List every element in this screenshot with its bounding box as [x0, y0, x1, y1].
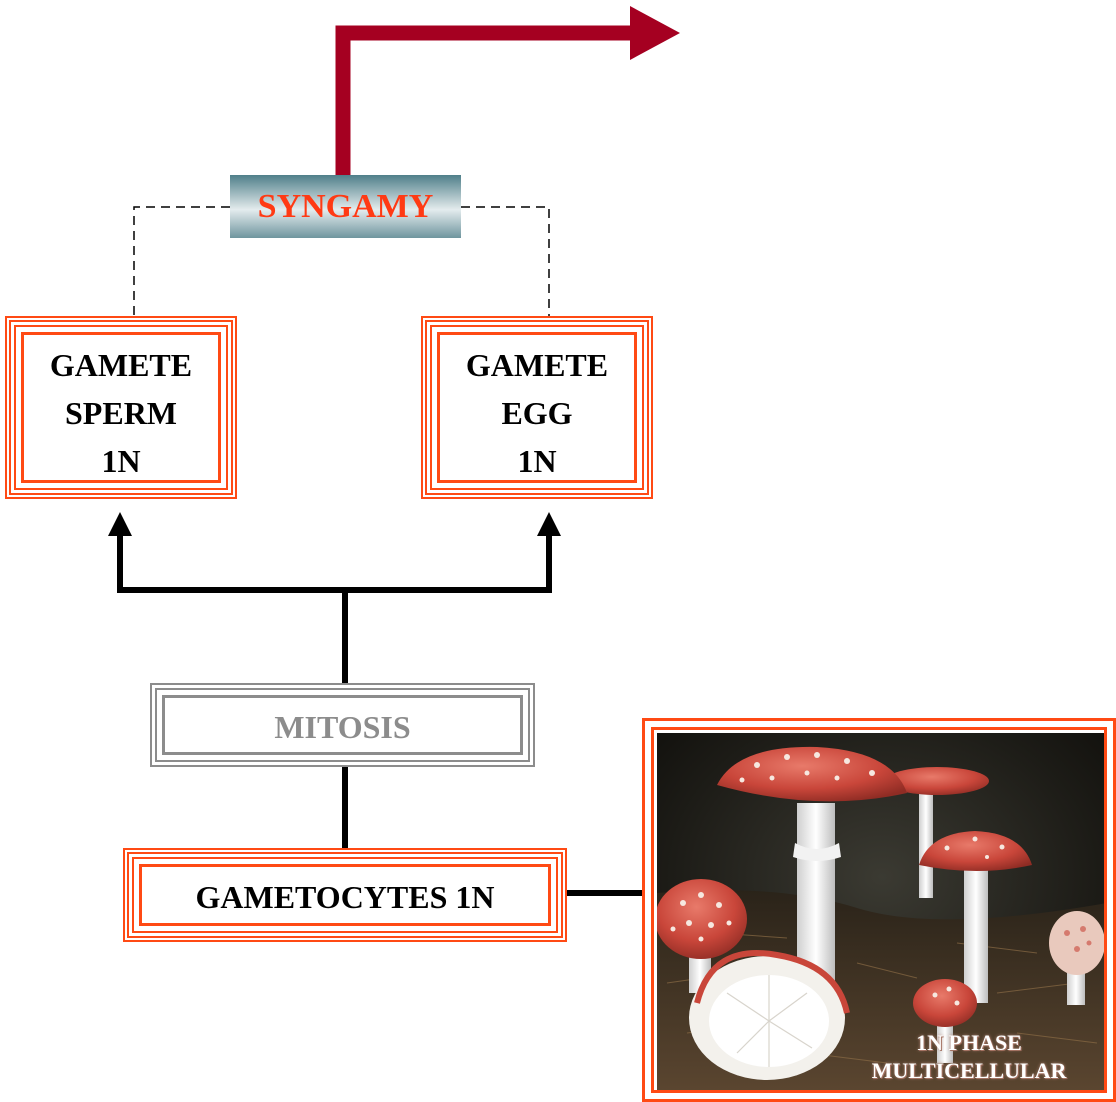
dashed-connector-sperm	[133, 206, 230, 322]
gamete-sperm-line1: GAMETE	[49, 347, 193, 383]
gametocytes-label: GAMETOCYTES 1N	[195, 879, 495, 915]
dashed-connector-egg	[461, 206, 550, 322]
gamete-egg-line2: EGG	[501, 395, 573, 431]
photo-caption-line1: 1N PHASE	[916, 1030, 1022, 1055]
arrow-head-to-sperm	[108, 512, 132, 536]
gamete-sperm-line3: 1N	[101, 443, 141, 479]
gamete-egg-line3: 1N	[517, 443, 557, 479]
gamete-sperm-label: GAMETE SPERM 1N	[16, 327, 226, 485]
arrow-head-to-egg	[537, 512, 561, 536]
gamete-egg-line1: GAMETE	[465, 347, 609, 383]
syngamy-exit-arrow-line	[335, 25, 633, 175]
mushroom-photo-frame: 1N PHASE MULTICELLULAR	[642, 718, 1116, 1102]
mushroom-photo	[657, 733, 1107, 1093]
gametocytes-box: GAMETOCYTES 1N	[132, 857, 558, 933]
gamete-sperm-line2: SPERM	[65, 395, 177, 431]
gamete-egg-box: GAMETE EGG 1N	[430, 325, 644, 490]
gamete-egg-label: GAMETE EGG 1N	[432, 327, 642, 485]
syngamy-exit-arrow-head	[630, 6, 680, 60]
photo-caption-line2: MULTICELLULAR	[871, 1058, 1067, 1083]
gamete-sperm-box: GAMETE SPERM 1N	[14, 325, 228, 490]
photo-caption: 1N PHASE MULTICELLULAR	[839, 1029, 1099, 1085]
mitosis-box: MITOSIS	[155, 688, 530, 762]
syngamy-label: SYNGAMY	[257, 188, 434, 225]
syngamy-box: SYNGAMY	[230, 175, 461, 238]
mitosis-label: MITOSIS	[274, 709, 411, 745]
